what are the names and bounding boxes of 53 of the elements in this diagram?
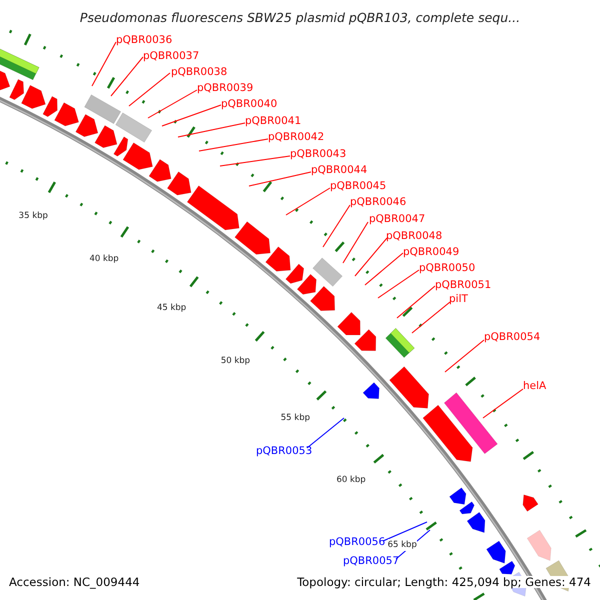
gene-label: pQBR0054 xyxy=(484,331,540,343)
leader-line xyxy=(306,418,344,448)
gene-label: pQBR0047 xyxy=(369,213,426,225)
scale-label: 40 kbp xyxy=(89,253,119,266)
gene-label: pQBR0037 xyxy=(143,50,200,62)
gene-label: pQBR0039 xyxy=(197,82,254,94)
scale-label: 55 kbp xyxy=(280,412,310,424)
scale-label: 65 kbp xyxy=(388,539,417,552)
gene-label: pQBR0056 xyxy=(329,536,386,548)
leader-line xyxy=(322,204,350,248)
leader-line xyxy=(444,340,484,372)
gene-label: pQBR0049 xyxy=(403,246,460,258)
leader-line xyxy=(482,388,524,418)
gene-label: pQBR0050 xyxy=(419,262,476,274)
gene-label: helA xyxy=(523,380,546,392)
leader-line xyxy=(342,222,368,264)
gene-label: pQBR0043 xyxy=(290,148,346,160)
gene-label: pQBR0038 xyxy=(171,66,228,78)
leader-line xyxy=(354,238,388,276)
accession-text: Accession: NC_009444 xyxy=(9,576,140,588)
gene-label: pQBR0053 xyxy=(256,445,312,457)
scale-label: 60 kbp xyxy=(336,474,366,486)
scale-label: 35 kbp xyxy=(18,210,48,222)
gene-label: pQBR0046 xyxy=(350,196,406,208)
gene-label: pQBR0042 xyxy=(268,131,324,143)
leader-line xyxy=(382,522,428,542)
gene-label: pQBR0044 xyxy=(311,164,368,176)
gene-label: pQBR0045 xyxy=(330,180,386,192)
leader-line xyxy=(148,90,198,118)
leader-line xyxy=(162,104,222,126)
leader-line xyxy=(248,172,312,186)
gene-label: pQBR0041 xyxy=(245,115,302,127)
scale-label: 45 kbp xyxy=(156,302,186,314)
gene-label: pilT xyxy=(449,293,468,305)
leader-line xyxy=(378,270,420,298)
leader-line xyxy=(286,188,330,216)
leader-line xyxy=(364,252,404,286)
leader-line xyxy=(198,138,268,152)
leader-line xyxy=(396,286,436,318)
gene-label: pQBR0040 xyxy=(221,98,278,110)
leader-line xyxy=(412,302,450,334)
genome-info-text: Topology: circular; Length: 425,094 bp; Genes: 474 xyxy=(297,576,591,588)
leader-line xyxy=(178,122,246,138)
leader-line xyxy=(110,56,144,96)
gene-label: pQBR0048 xyxy=(386,230,442,242)
gene-label: pQBR0051 xyxy=(435,279,492,291)
leader-line xyxy=(128,72,170,106)
gene-label: pQBR0036 xyxy=(116,34,172,46)
gene-label: pQBR0057 xyxy=(343,555,400,567)
map-title: Pseudomonas fluorescens SBW25 plasmid pQBR103, complete sequ... xyxy=(78,12,522,24)
leader-line xyxy=(220,156,290,166)
scale-label: 50 kbp xyxy=(220,354,250,367)
leader-line xyxy=(92,42,116,86)
